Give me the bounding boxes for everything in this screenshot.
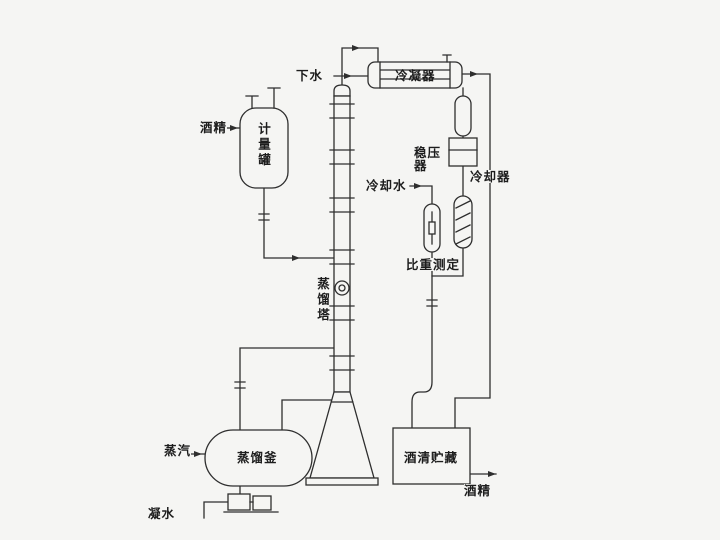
cooler-coil — [455, 200, 471, 245]
pipe-column-downcomer — [239, 347, 335, 432]
label-cooler: 冷却器 — [470, 169, 511, 184]
label-metering-tank: 计量罐 — [256, 122, 271, 169]
pump-motor — [252, 495, 272, 511]
piping — [189, 47, 497, 519]
column-top-head — [333, 84, 351, 97]
arrow-alcohol-feed — [230, 125, 238, 131]
arrow-drain-water — [344, 73, 352, 79]
pressure-stabilizer-body — [448, 137, 478, 167]
hydrometer-float — [428, 221, 436, 235]
equipment — [204, 54, 478, 513]
label-distillation-column: 蒸馏塔 — [315, 277, 330, 324]
cooler-body — [453, 195, 473, 249]
arrow-steam — [194, 451, 202, 457]
condenser-tubes — [379, 61, 451, 89]
condenser-shell — [367, 61, 463, 89]
metering-tank-nozzles — [245, 87, 281, 109]
separator-bulb — [454, 95, 472, 137]
column-base-plate — [305, 477, 379, 486]
column-sight-glass-inner — [338, 284, 346, 292]
column-base-skirt — [309, 391, 375, 479]
arrow-column-feed — [292, 255, 300, 261]
pipe-flanges — [234, 213, 438, 389]
arrow-cooling-water — [414, 183, 422, 189]
label-alcohol-product: 酒精 — [464, 483, 492, 498]
label-alcohol-feed: 酒精 — [200, 120, 228, 135]
arrow-overhead-vapor — [352, 45, 360, 51]
column-flanges — [329, 103, 355, 371]
label-specific-gravity-test: 比重测定 — [406, 257, 461, 272]
label-distillation-still: 蒸馏釜 — [237, 450, 278, 465]
label-condensate-water: 凝水 — [148, 506, 176, 521]
storage-tank-body — [392, 427, 471, 485]
condenser-vent-nozzle — [442, 54, 452, 63]
label-drain-water: 下水 — [296, 68, 324, 83]
pipe-stabilizer-train — [431, 87, 464, 277]
pipe-pump-discharge — [203, 501, 229, 519]
label-condenser: 冷凝器 — [395, 68, 436, 83]
label-alcohol-storage: 酒清贮藏 — [404, 450, 459, 465]
still-pot-body — [204, 429, 313, 487]
arrow-condensate — [470, 71, 478, 77]
distillation-column-body — [333, 95, 351, 393]
arrow-alcohol-out — [488, 471, 496, 477]
pipe-metering-feed — [263, 187, 335, 259]
pump-base — [223, 501, 279, 513]
pipe-condenser-outlet — [454, 73, 491, 429]
metering-tank-body — [239, 107, 289, 189]
pipe-cooling-water — [409, 185, 433, 205]
pump-body — [227, 493, 251, 511]
label-cooling-water: 冷却水 — [366, 178, 407, 193]
label-pressure-stabilizer: 稳压器 — [414, 145, 442, 173]
label-steam: 蒸汽 — [164, 443, 192, 458]
flow-arrows — [194, 45, 496, 477]
pipe-still-vapor — [281, 399, 332, 432]
pipe-hydrometer-to-tank — [411, 251, 433, 429]
